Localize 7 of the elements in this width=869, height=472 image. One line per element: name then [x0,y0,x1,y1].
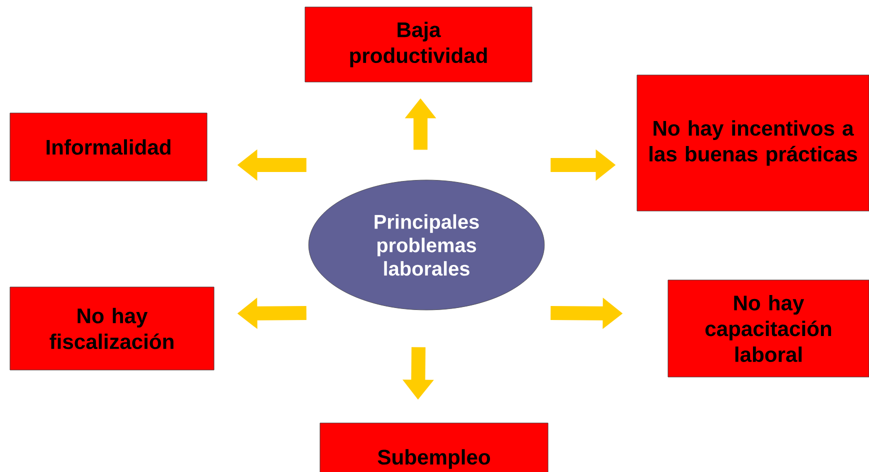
problem-box: No hay incentivos a las buenas prácticas [636,74,869,212]
ellipse-node: Principales problemas laborales [308,180,545,310]
problem-box: Subempleo [320,422,548,472]
problem-box: No hay capacitación laboral [668,280,869,378]
problem-box: Baja productividad [304,6,532,82]
problem-box: Informalidad [10,112,208,182]
problem-box: No hay fiscalización [10,286,214,370]
